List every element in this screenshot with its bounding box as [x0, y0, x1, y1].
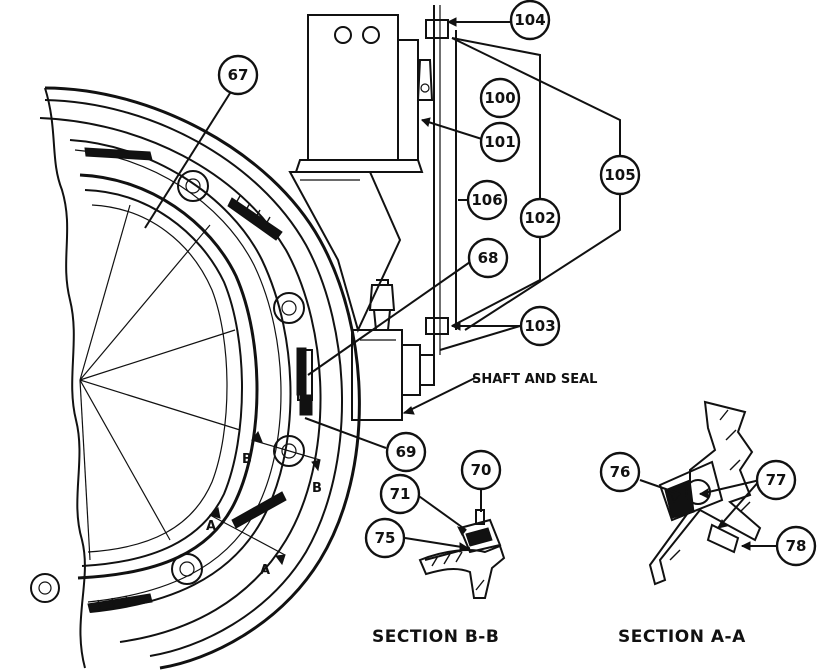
- callout-77: 77: [755, 459, 797, 501]
- callout-105: 105: [599, 154, 641, 196]
- callout-102: 102: [519, 197, 561, 239]
- rollers: [30, 170, 305, 603]
- callout-71: 71: [379, 473, 421, 515]
- callout-69: 69: [385, 431, 427, 473]
- mount-bracket: [288, 14, 435, 421]
- callout-101: 101: [479, 121, 521, 163]
- callout-68: 68: [467, 237, 509, 279]
- roller: [30, 573, 60, 603]
- roller: [273, 435, 305, 467]
- callout-70: 70: [460, 449, 502, 491]
- svg-text:75: 75: [375, 529, 396, 547]
- section-marks: B B A A: [206, 430, 322, 578]
- svg-text:77: 77: [766, 471, 787, 489]
- callout-100: 100: [479, 77, 521, 119]
- svg-text:103: 103: [524, 317, 555, 335]
- section-bb-caption: SECTION B-B: [372, 627, 499, 647]
- svg-text:78: 78: [786, 537, 807, 555]
- svg-text:69: 69: [396, 443, 417, 461]
- section-mark-b-upper: B: [242, 452, 252, 467]
- rod-assembly: [425, 5, 457, 355]
- roller: [273, 292, 305, 324]
- roller: [177, 170, 209, 202]
- svg-text:70: 70: [471, 461, 492, 479]
- svg-text:67: 67: [228, 66, 249, 84]
- svg-text:76: 76: [610, 463, 631, 481]
- svg-text:104: 104: [514, 11, 545, 29]
- svg-text:100: 100: [484, 89, 515, 107]
- section-mark-a-lower: A: [260, 563, 270, 578]
- svg-text:102: 102: [524, 209, 555, 227]
- callout-76: 76: [599, 451, 641, 493]
- section-mark-a-upper: A: [206, 519, 216, 534]
- svg-text:71: 71: [390, 485, 411, 503]
- shaft-parts: [297, 349, 313, 416]
- section-aa-caption: SECTION A-A: [618, 627, 746, 647]
- shaft-and-seal-label: SHAFT AND SEAL: [472, 372, 597, 387]
- callout-106: 106: [466, 179, 508, 221]
- svg-text:105: 105: [604, 166, 635, 184]
- section-aa-detail: [639, 400, 778, 586]
- callout-103: 103: [519, 305, 561, 347]
- callout-75: 75: [364, 517, 406, 559]
- callout-104: 104: [509, 0, 551, 41]
- section-mark-b-lower: B: [312, 481, 322, 496]
- hatched-segments: [84, 147, 307, 613]
- section-bb-detail: [404, 488, 506, 599]
- callout-78: 78: [775, 525, 817, 567]
- housing-ring: [39, 86, 361, 670]
- svg-text:101: 101: [484, 133, 515, 151]
- spokes: [79, 204, 241, 561]
- svg-text:106: 106: [471, 191, 502, 209]
- roller: [171, 553, 203, 585]
- svg-text:68: 68: [478, 249, 499, 267]
- callout-67: 67: [217, 54, 259, 96]
